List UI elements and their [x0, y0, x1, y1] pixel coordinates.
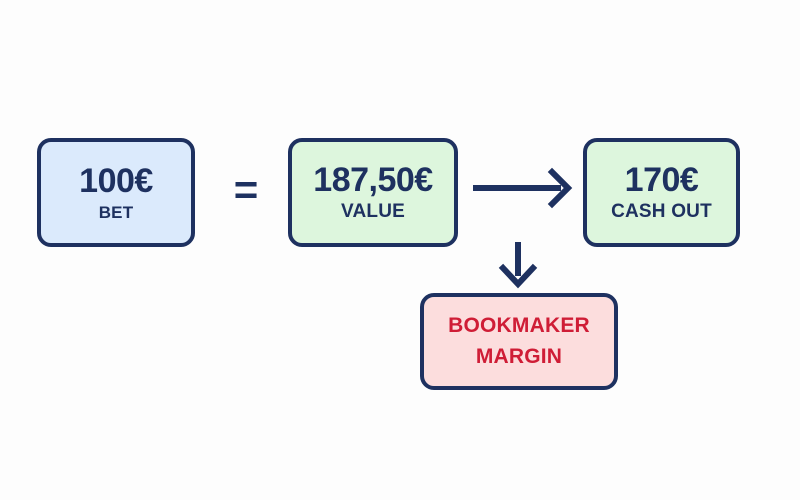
node-bet: 100€ BET: [37, 138, 195, 247]
node-cash-out-amount: 170€: [624, 161, 699, 200]
node-bookmaker-margin-line1: BOOKMAKER: [448, 314, 590, 338]
node-bookmaker-margin-line2: MARGIN: [475, 344, 563, 368]
node-cash-out: 170€ CASH OUT: [583, 138, 740, 247]
node-value: 187,50€ VALUE: [288, 138, 458, 247]
equals-operator: =: [233, 166, 259, 213]
arrow-down-icon: [498, 242, 538, 289]
node-value-amount: 187,50€: [313, 161, 433, 200]
node-cash-out-caption: CASH OUT: [611, 201, 712, 223]
arrow-right-icon: [473, 167, 573, 209]
node-bookmaker-margin: BOOKMAKER MARGIN: [420, 293, 618, 390]
node-bet-amount: 100€: [79, 162, 153, 201]
node-value-caption: VALUE: [341, 201, 405, 223]
node-bet-caption: BET: [98, 202, 134, 222]
